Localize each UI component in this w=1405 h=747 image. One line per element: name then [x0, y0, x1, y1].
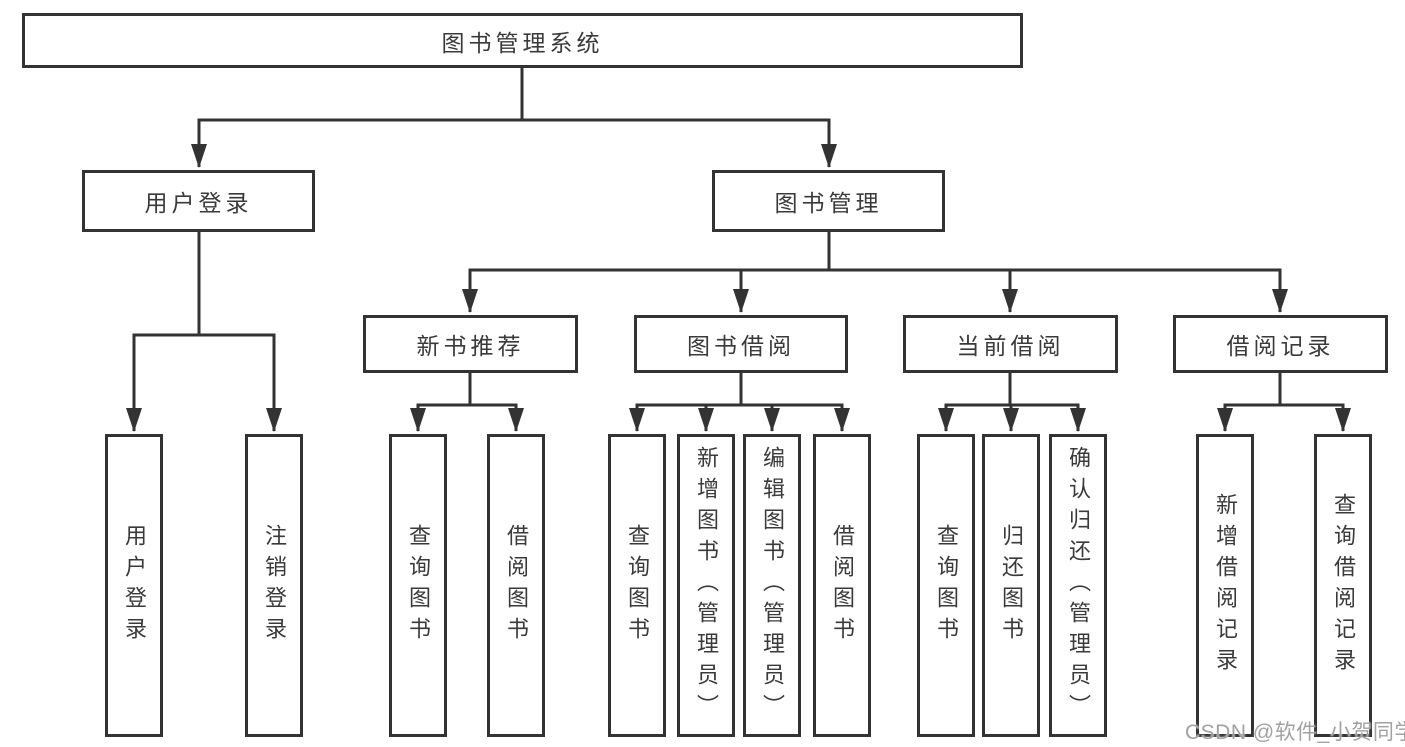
- node-book-borrow: 图书借阅: [634, 315, 848, 373]
- leaf-query-book-current: 查询图书: [917, 434, 975, 737]
- leaf-borrow-book-recommend-label: 借阅图书: [504, 523, 529, 648]
- leaf-add-book-admin-label: 新增图书（管理员）: [694, 446, 719, 725]
- csdn-watermark: CSDN @软件_小贺同学: [1185, 721, 1405, 744]
- leaf-logout-label: 注销登录: [262, 523, 287, 648]
- node-root: 图书管理系统: [22, 13, 1023, 68]
- node-user-login: 用户登录: [82, 170, 315, 232]
- leaf-edit-book-admin: 编辑图书（管理员）: [743, 434, 801, 737]
- leaf-user-login-label: 用户登录: [122, 523, 147, 648]
- leaf-user-login: 用户登录: [105, 434, 163, 737]
- leaf-return-book: 归还图书: [982, 434, 1040, 737]
- node-borrow-records: 借阅记录: [1173, 315, 1388, 373]
- node-current-borrow: 当前借阅: [903, 315, 1118, 373]
- leaf-query-book-borrow: 查询图书: [608, 434, 666, 737]
- leaf-query-book-current-label: 查询图书: [934, 523, 959, 648]
- leaf-borrow-book-label: 借阅图书: [830, 523, 855, 648]
- node-book-management: 图书管理: [712, 170, 945, 232]
- leaf-add-borrow-record-label: 新增借阅记录: [1213, 492, 1238, 679]
- leaf-query-book-borrow-label: 查询图书: [625, 523, 650, 648]
- leaf-query-book-recommend-label: 查询图书: [406, 523, 431, 648]
- leaf-return-book-label: 归还图书: [999, 523, 1024, 648]
- leaf-query-borrow-record-label: 查询借阅记录: [1331, 492, 1356, 679]
- leaf-confirm-return-admin: 确认归还（管理员）: [1049, 434, 1107, 737]
- leaf-add-borrow-record: 新增借阅记录: [1196, 434, 1254, 737]
- leaf-query-borrow-record: 查询借阅记录: [1314, 434, 1372, 737]
- leaf-add-book-admin: 新增图书（管理员）: [677, 434, 735, 737]
- leaf-edit-book-admin-label: 编辑图书（管理员）: [760, 446, 785, 725]
- leaf-logout: 注销登录: [245, 434, 303, 737]
- node-new-book-recommend: 新书推荐: [363, 315, 578, 373]
- leaf-borrow-book: 借阅图书: [813, 434, 871, 737]
- leaf-borrow-book-recommend: 借阅图书: [487, 434, 545, 737]
- leaf-confirm-return-admin-label: 确认归还（管理员）: [1066, 446, 1091, 725]
- leaf-query-book-recommend: 查询图书: [389, 434, 447, 737]
